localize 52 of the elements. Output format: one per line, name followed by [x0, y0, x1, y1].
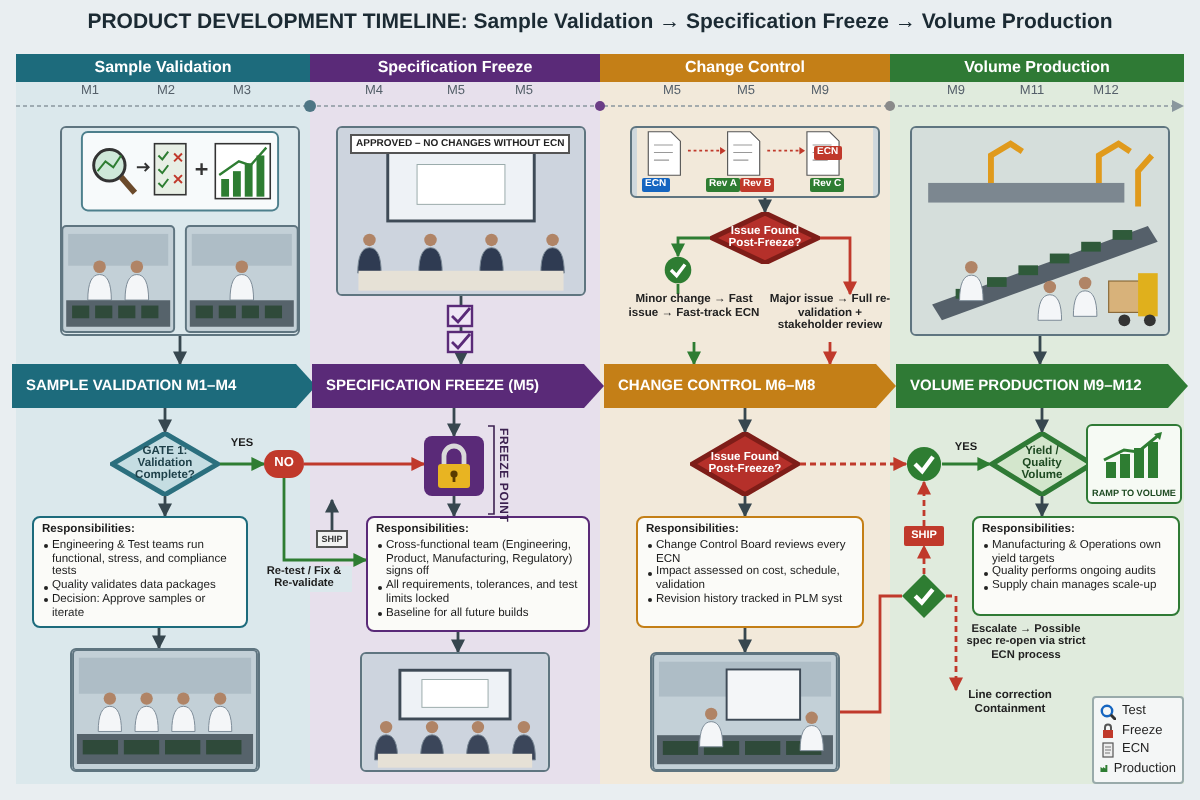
- connector-line: [676, 284, 680, 294]
- arrow: [173, 336, 187, 366]
- arrow: [917, 480, 931, 526]
- arrow: [447, 408, 461, 438]
- arrow: [451, 632, 465, 654]
- arrow: [823, 342, 837, 366]
- arrow: [687, 342, 701, 366]
- chart-card: [1086, 424, 1182, 504]
- arrow: [1035, 496, 1049, 518]
- responsibilities-panel: [972, 516, 1180, 616]
- arrow: [220, 457, 266, 471]
- arrow: [1033, 336, 1047, 366]
- lab-team-drawing: [70, 648, 260, 772]
- arrow: [304, 457, 426, 471]
- diagram-title: PRODUCT DEVELOPMENT TIMELINE: Sample Validation → Specification Freeze → Volume Production: [85, 10, 1115, 34]
- arrow: [946, 594, 963, 692]
- arrow: [917, 544, 931, 574]
- arrow: [738, 496, 752, 518]
- phase-header: Volume Production: [890, 54, 1184, 82]
- lab-testing-drawing: [60, 126, 300, 336]
- phase-header: Change Control: [600, 54, 890, 82]
- check-diamond-icon: [902, 574, 946, 618]
- decision-diamond: [710, 212, 820, 264]
- phase-header: Sample Validation: [16, 54, 310, 82]
- arrow: [942, 457, 992, 471]
- arrow: [738, 408, 752, 434]
- connector-line: [840, 594, 902, 714]
- lab-presentation-drawing: [650, 652, 840, 772]
- arrow: [454, 296, 468, 366]
- arrow: [820, 236, 857, 296]
- check-circle-icon: [906, 446, 942, 482]
- check-circle-icon: [664, 256, 692, 284]
- arrow: [152, 628, 166, 650]
- responsibilities-panel: [636, 516, 864, 628]
- production-line-drawing: [910, 126, 1170, 336]
- arrow: [738, 628, 752, 654]
- arrow: [158, 408, 172, 434]
- decision-diamond: [690, 432, 800, 496]
- arrow: [447, 496, 461, 518]
- arrow: [758, 198, 772, 214]
- arrow: [800, 457, 908, 471]
- lock-icon: [424, 436, 484, 496]
- arrow: [158, 496, 172, 518]
- document-revisions-drawing: [630, 126, 880, 198]
- arrow: [1035, 408, 1049, 434]
- meeting-drawing: [360, 652, 550, 772]
- phase-header: Specification Freeze: [310, 54, 600, 82]
- arrow: [671, 236, 710, 258]
- decision-diamond: [110, 432, 220, 496]
- arrow: [282, 478, 368, 567]
- responsibilities-panel: [32, 516, 248, 628]
- arrow: [325, 498, 339, 530]
